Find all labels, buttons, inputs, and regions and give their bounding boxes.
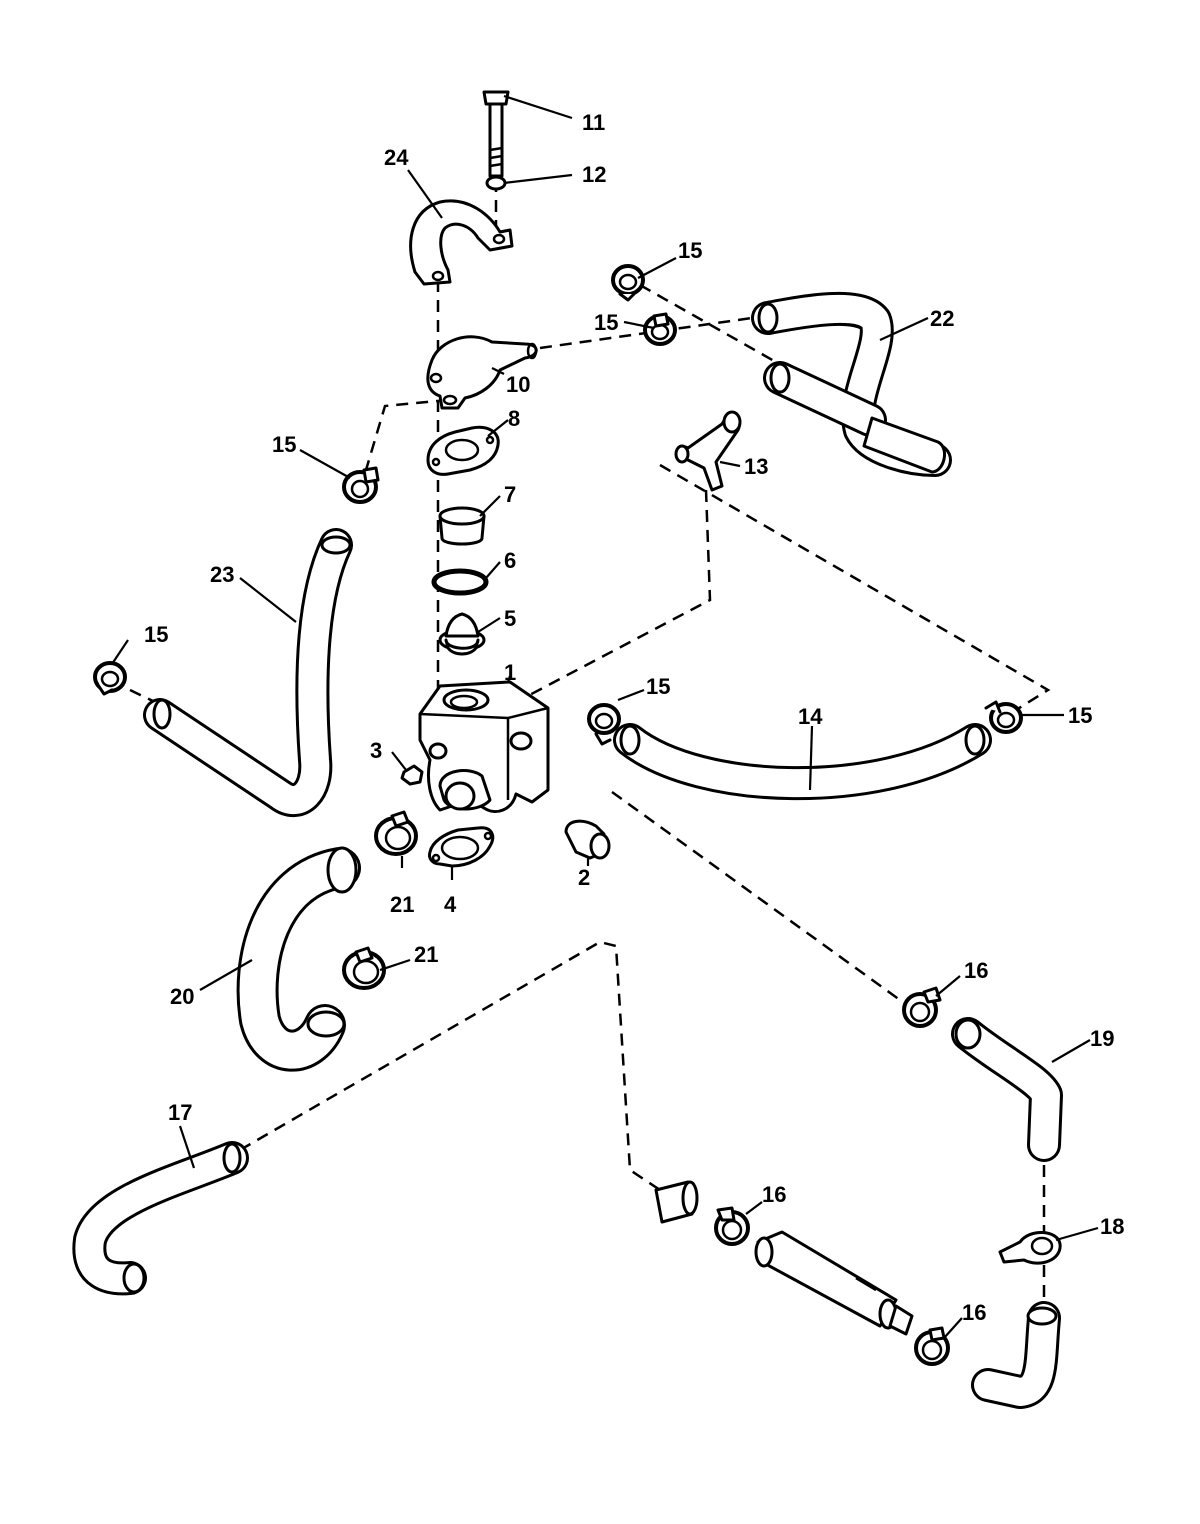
clamp-part-16-upper <box>902 986 942 1028</box>
callout-18: 18 <box>1100 1214 1124 1239</box>
clamp-part-15-left-upper <box>342 466 380 504</box>
clamp-part-15-top <box>611 264 645 302</box>
clamp-part-16-lower <box>914 1326 950 1366</box>
callout-15: 15 <box>272 432 296 457</box>
callout-23: 23 <box>210 562 234 587</box>
clamp-part-15-mid <box>643 312 677 346</box>
callout-4: 4 <box>444 892 457 917</box>
callout-24: 24 <box>384 145 409 170</box>
clamp-part-15-right-b <box>984 700 1023 734</box>
thermostat-housing-part-10 <box>426 335 538 410</box>
callout-21: 21 <box>390 892 414 917</box>
plug-part-3 <box>400 764 424 786</box>
hose-part-19 <box>951 1017 1063 1162</box>
callout-12: 12 <box>582 162 606 187</box>
callout-20: 20 <box>170 984 194 1009</box>
clamp-part-15-left-lower <box>93 661 127 696</box>
bracket-part-24 <box>409 199 514 286</box>
callout-7: 7 <box>504 482 516 507</box>
gasket-part-8 <box>426 425 500 476</box>
tee-fitting-part-13 <box>674 410 742 492</box>
callout-1: 1 <box>504 660 516 685</box>
bolt-part-11 <box>482 90 510 178</box>
callout-6: 6 <box>504 548 516 573</box>
hose-part-23 <box>143 528 353 817</box>
washer-part-12 <box>485 175 507 191</box>
leader-lines <box>111 94 1099 1339</box>
fitting-part-2 <box>564 819 611 860</box>
callout-16: 16 <box>964 958 988 983</box>
hose-part-22 <box>751 291 952 477</box>
hose-lower-right <box>971 1301 1061 1409</box>
callout-10: 10 <box>506 372 530 397</box>
hose-part-14 <box>613 723 992 801</box>
inline-connector <box>654 1180 699 1224</box>
housing-body-part-1 <box>418 680 550 813</box>
callout-11: 11 <box>582 110 605 135</box>
callout-13: 13 <box>744 454 768 479</box>
callout-2: 2 <box>578 865 590 890</box>
assembly-dashed-lines <box>129 180 1051 1308</box>
callout-15: 15 <box>678 238 702 263</box>
sleeve-part-7 <box>438 506 486 546</box>
callout-14: 14 <box>798 704 823 729</box>
callout-15: 15 <box>144 622 168 647</box>
hose-part-20 <box>236 846 361 1072</box>
o-ring-part-6 <box>431 568 489 596</box>
callout-15: 15 <box>1068 703 1092 728</box>
gasket-part-4 <box>428 826 495 868</box>
callout-22: 22 <box>930 306 954 331</box>
clip-part-18 <box>998 1231 1062 1265</box>
callout-3: 3 <box>370 738 382 763</box>
thermostat-part-5 <box>438 612 486 656</box>
clamp-part-21-lower <box>342 946 386 990</box>
callout-16: 16 <box>762 1182 786 1207</box>
inline-filter <box>754 1230 914 1336</box>
callout-labels: 11 12 24 15 15 22 10 8 13 15 7 6 23 5 15… <box>144 110 1124 1325</box>
callout-17: 17 <box>168 1100 192 1125</box>
callout-19: 19 <box>1090 1026 1114 1051</box>
callout-15: 15 <box>646 674 670 699</box>
callout-21: 21 <box>414 942 438 967</box>
callout-5: 5 <box>504 606 516 631</box>
clamp-part-21-upper <box>374 810 418 856</box>
clamp-part-16-middle <box>714 1206 750 1246</box>
callout-16: 16 <box>962 1300 986 1325</box>
hose-part-17 <box>72 1141 249 1296</box>
callout-15: 15 <box>594 310 618 335</box>
clamp-part-15-right-a <box>587 703 621 746</box>
callout-8: 8 <box>508 406 520 431</box>
